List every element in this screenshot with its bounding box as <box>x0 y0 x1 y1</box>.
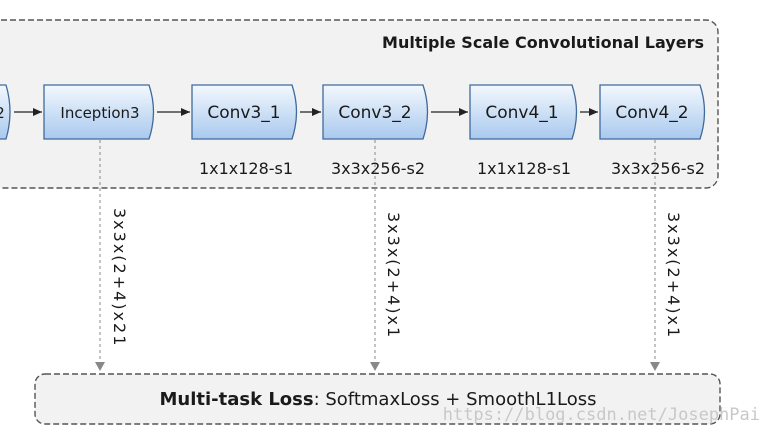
loss-text: Multi-task Loss: SoftmaxLoss + SmoothL1L… <box>159 389 596 410</box>
loss-title: Multi-task Loss <box>159 389 313 410</box>
node-label: 2 <box>0 104 5 122</box>
node-label: Conv4_2 <box>615 103 688 123</box>
group-title: Multiple Scale Convolutional Layers <box>382 33 704 52</box>
node-param: 1x1x128-s1 <box>477 159 571 178</box>
loss-formula: : SoftmaxLoss + SmoothL1Loss <box>314 389 597 410</box>
node-conv3-2: Conv3_2 <box>322 84 429 140</box>
node-inception3: Inception3 <box>43 84 155 140</box>
loss-box <box>34 373 721 425</box>
branch-label: 3x3x(2+4)x21 <box>110 208 129 347</box>
node-conv4-2: Conv4_2 <box>599 84 706 140</box>
node-label: Conv3_1 <box>207 103 280 123</box>
branch-label: 3x3x(2+4)x1 <box>384 212 403 339</box>
branch-conv4-2: 3x3x(2+4)x1 <box>650 140 683 371</box>
branch-conv3-2: 3x3x(2+4)x1 <box>370 140 403 371</box>
node-param: 3x3x256-s2 <box>611 159 705 178</box>
node-partial: 2 <box>0 84 11 140</box>
node-label: Conv3_2 <box>338 103 411 123</box>
node-param: 1x1x128-s1 <box>199 159 293 178</box>
node-param: 3x3x256-s2 <box>331 159 425 178</box>
branch-label: 3x3x(2+4)x1 <box>664 212 683 339</box>
node-label: Conv4_1 <box>485 103 558 123</box>
branch-inception3: 3x3x(2+4)x21 <box>95 140 129 371</box>
node-conv3-1: Conv3_1 <box>191 84 298 140</box>
node-label: Inception3 <box>60 104 139 122</box>
node-conv4-1: Conv4_1 <box>469 84 578 140</box>
watermark: https://blog.csdn.net/JosephPai <box>443 405 760 425</box>
